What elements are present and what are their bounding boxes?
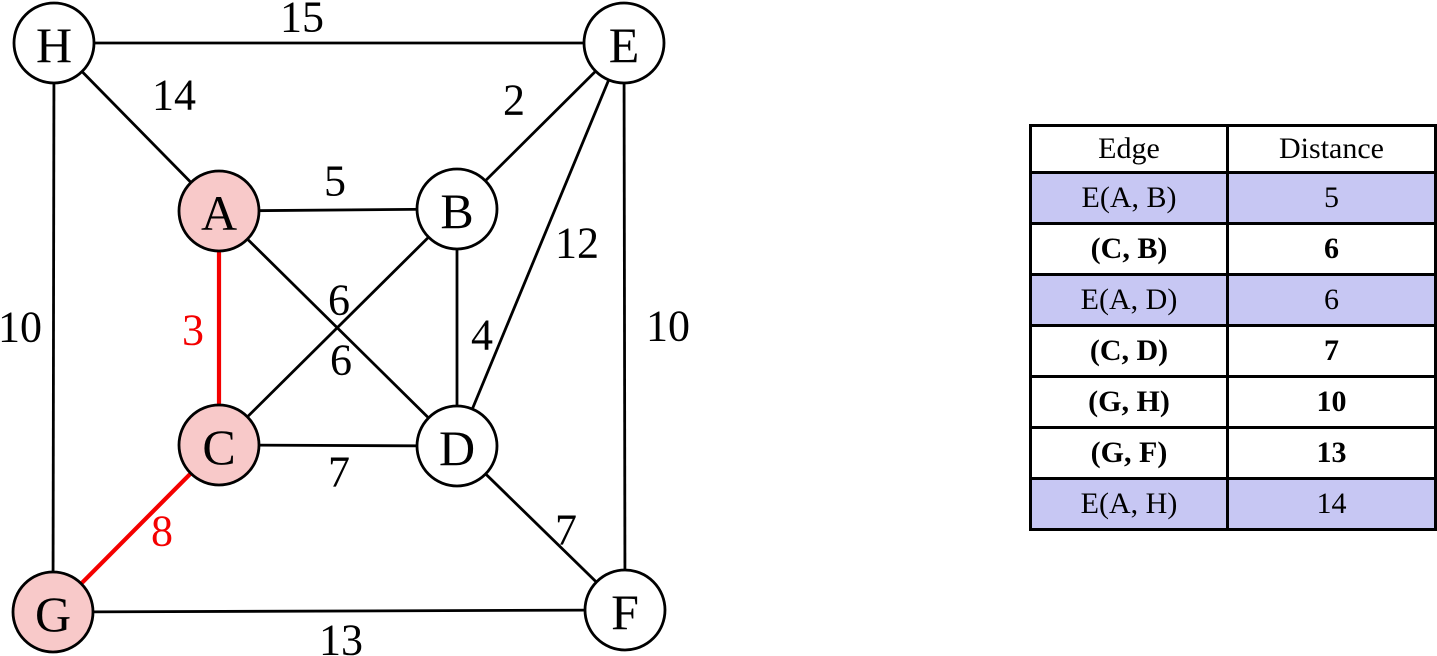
node-G: G [11,570,95,654]
edge-column-header: Edge [1029,124,1229,174]
node-B: B [415,167,499,251]
graph-canvas: H E A B C D G F 15 1 [0,0,690,656]
edge-C-B [218,208,458,446]
node-F: F [583,568,667,652]
node-label-F: F [611,584,639,640]
edge-weight-D-F: 7 [555,506,577,555]
node-label-C: C [202,419,235,475]
edge-weight-G-F: 13 [319,616,363,656]
node-C: C [177,403,261,487]
edge-cell: E(A, D) [1029,273,1229,327]
edge-cell: (C, B) [1029,222,1229,276]
edge-E-D [455,42,626,447]
table-row: (G, F) 13 [1029,426,1437,480]
node-label-G: G [35,586,71,642]
table-row: (G, H) 10 [1029,375,1437,429]
edge-weight-C-D: 7 [328,448,350,497]
node-label-D: D [439,420,475,476]
node-D: D [415,404,499,488]
table-row: E(A, D) 6 [1029,273,1437,327]
edge-weight-H-A: 14 [152,71,196,120]
distance-cell: 13 [1226,426,1437,480]
edge-cell: (G, F) [1029,426,1229,480]
table-row: E(A, H) 14 [1029,477,1437,531]
edge-H-G [51,42,56,613]
distance-cell: 7 [1226,324,1437,378]
edge-distance-table: Edge Distance E(A, B) 5 (C, B) 6 E(A, D)… [1029,124,1437,531]
edge-weight-H-E: 15 [280,0,324,42]
edge-weight-C-B: 6 [330,336,352,385]
node-label-B: B [440,183,473,239]
edge-weight-E-B: 2 [503,76,525,125]
distance-cell: 6 [1226,222,1437,276]
table-row: (C, D) 7 [1029,324,1437,378]
node-E: E [582,1,666,85]
distance-cell: 5 [1226,171,1437,225]
edge-weight-C-G: 8 [151,507,173,556]
table-row: (C, B) 6 [1029,222,1437,276]
node-label-A: A [201,185,237,241]
node-H: H [12,1,96,85]
node-A: A [177,169,261,253]
edge-weight-E-F: 10 [646,302,690,351]
distance-cell: 6 [1226,273,1437,327]
node-label-H: H [36,17,72,73]
edge-cell: (G, H) [1029,375,1229,429]
edge-weight-B-D: 4 [471,311,493,360]
edge-weight-A-D: 6 [328,276,350,325]
edge-cell: (C, D) [1029,324,1229,378]
edge-weight-A-B: 5 [324,157,346,206]
edge-E-F [622,42,627,611]
edge-weight-A-C: 3 [182,306,204,355]
table-header-row: Edge Distance [1029,124,1437,174]
edge-cell: E(A, H) [1029,477,1229,531]
distance-cell: 10 [1226,375,1437,429]
edge-G-F [52,608,626,614]
node-label-E: E [609,17,640,73]
distance-column-header: Distance [1226,124,1437,174]
table-row: E(A, B) 5 [1029,171,1437,225]
distance-cell: 14 [1226,477,1437,531]
edge-cell: E(A, B) [1029,171,1229,225]
edge-weight-E-D: 12 [555,219,599,268]
edge-weight-H-G: 10 [0,303,42,352]
